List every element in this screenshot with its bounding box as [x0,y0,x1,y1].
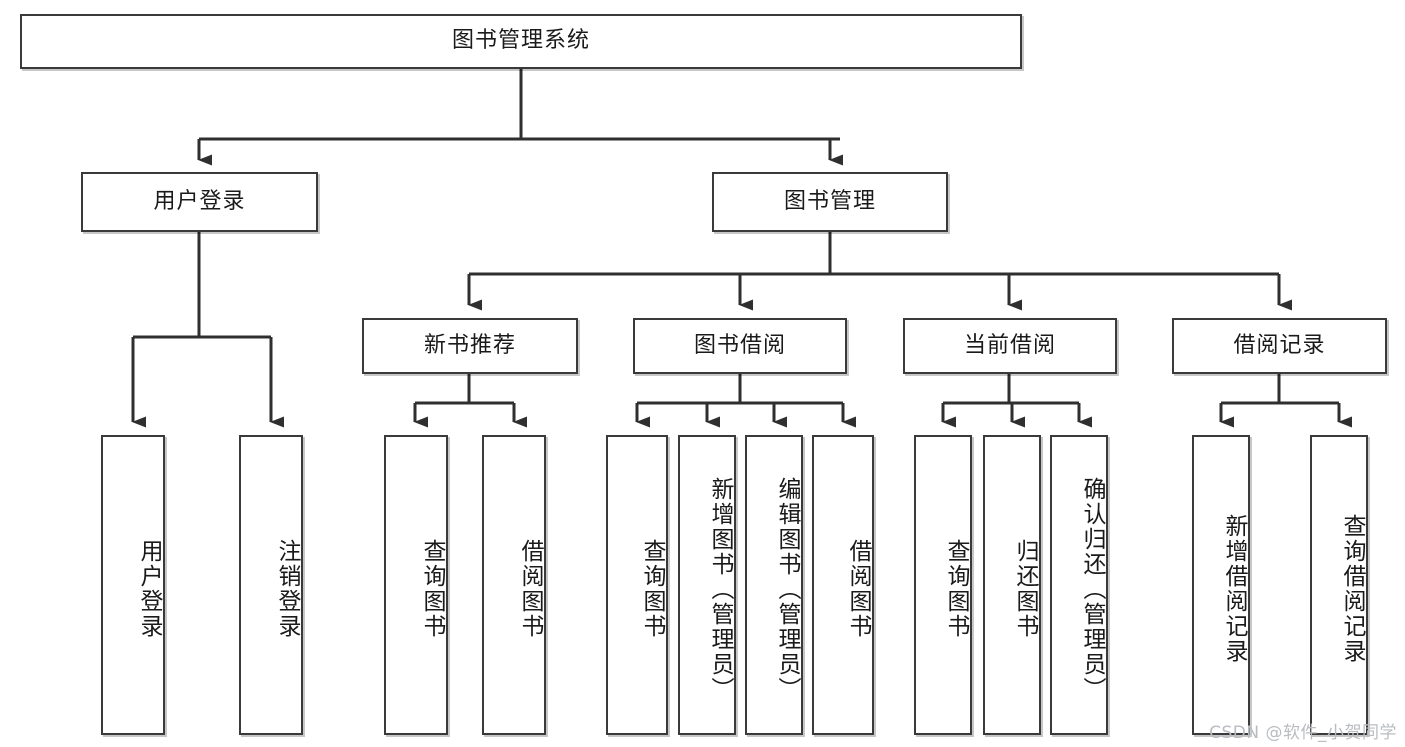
node-leaf-label: 借阅图书 [517,539,543,639]
node-book-borrow[interactable]: 图书借阅 [633,318,847,374]
node-borrow-record[interactable]: 借阅记录 [1172,318,1387,374]
node-leaf-borrow-book[interactable]: 借阅图书 [812,435,874,735]
node-leaf-logout[interactable]: 注销登录 [239,435,303,735]
node-new-book-recommend-label: 新书推荐 [423,332,516,358]
node-new-book-recommend[interactable]: 新书推荐 [362,318,578,374]
node-leaf-label: 编辑图书（管理员） [774,476,800,702]
node-leaf-label: 确认归还（管理员） [1079,476,1105,702]
node-current-borrow-label: 当前借阅 [963,332,1056,358]
node-leaf-user-login[interactable]: 用户登录 [101,435,165,735]
node-leaf-label: 借阅图书 [845,539,871,639]
node-leaf-label: 新增图书（管理员） [707,476,733,702]
node-leaf-label: 归还图书 [1012,539,1038,639]
node-borrow-record-label: 借阅记录 [1233,332,1326,358]
node-leaf-borrow-book-recommend[interactable]: 借阅图书 [482,435,546,735]
node-leaf-label: 查询借阅记录 [1339,514,1365,664]
node-leaf-query-book-current[interactable]: 查询图书 [914,435,972,735]
node-leaf-label: 注销登录 [274,539,300,639]
node-leaf-add-book[interactable]: 新增图书（管理员） [678,435,736,735]
node-user-login[interactable]: 用户登录 [81,172,318,232]
node-book-borrow-label: 图书借阅 [693,332,786,358]
node-leaf-confirm-return[interactable]: 确认归还（管理员） [1050,435,1108,735]
node-leaf-return-book[interactable]: 归还图书 [983,435,1041,735]
node-leaf-query-borrow-record[interactable]: 查询借阅记录 [1310,435,1368,735]
node-book-manage[interactable]: 图书管理 [712,172,948,232]
node-leaf-add-borrow-record[interactable]: 新增借阅记录 [1192,435,1250,735]
node-leaf-label: 用户登录 [136,539,162,639]
node-root-system[interactable]: 图书管理系统 [20,14,1022,69]
node-leaf-label: 新增借阅记录 [1221,514,1247,664]
node-leaf-label: 查询图书 [639,539,665,639]
node-user-login-label: 用户登录 [153,188,246,214]
node-leaf-label: 查询图书 [943,539,969,639]
watermark: CSDN @软件_小贺同学 [1209,723,1397,743]
node-current-borrow[interactable]: 当前借阅 [903,318,1117,374]
node-leaf-label: 查询图书 [419,539,445,639]
node-book-manage-label: 图书管理 [783,188,876,214]
node-leaf-edit-book[interactable]: 编辑图书（管理员） [745,435,803,735]
node-leaf-query-book-borrow[interactable]: 查询图书 [606,435,668,735]
node-leaf-query-book-recommend[interactable]: 查询图书 [384,435,448,735]
node-root-label: 图书管理系统 [451,28,590,54]
